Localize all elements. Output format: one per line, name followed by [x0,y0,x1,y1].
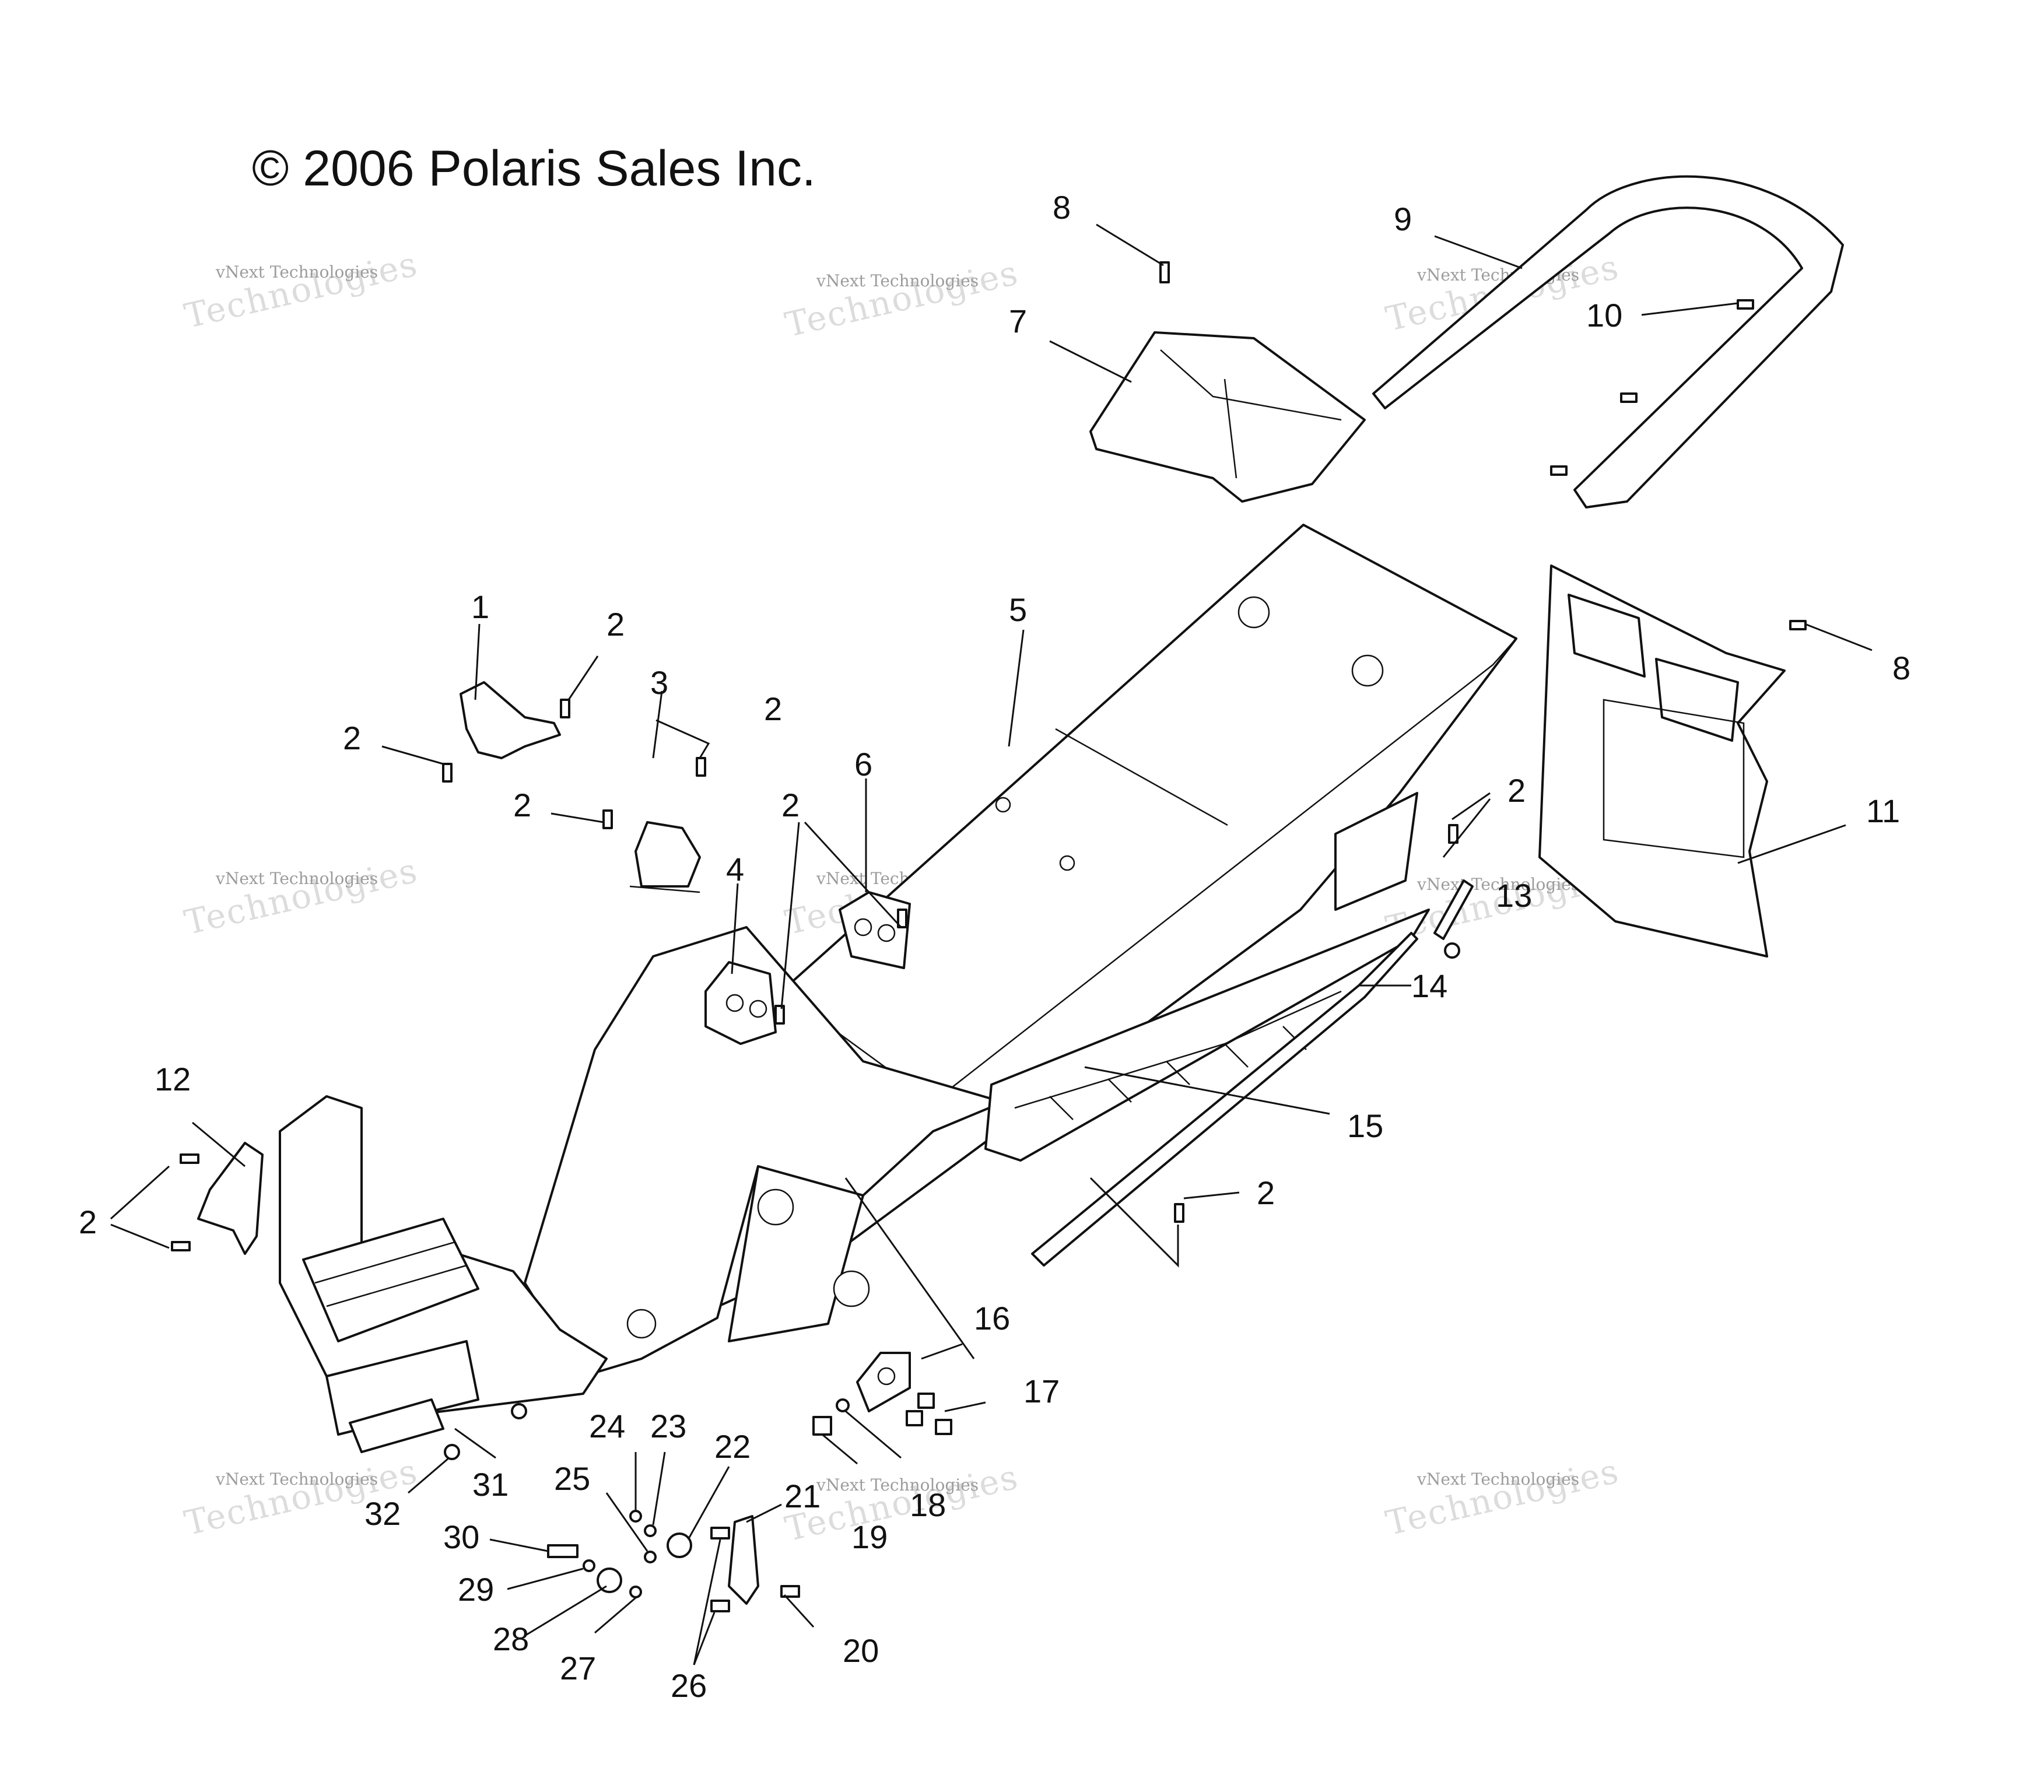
callout-20: 20 [843,1632,879,1669]
callout-2: 2 [343,720,361,756]
callout-2: 2 [79,1204,97,1240]
callout-26: 26 [671,1667,707,1704]
callout-2: 2 [1507,772,1526,809]
callout-1: 1 [471,588,489,625]
callout-2: 2 [764,690,782,727]
callout-30: 30 [443,1519,479,1555]
callout-6: 6 [854,746,872,783]
flap-part-11 [1538,564,1786,958]
callout-21: 21 [784,1478,821,1514]
callout-17: 17 [1023,1373,1060,1409]
callout-4: 4 [726,851,744,888]
callout-5: 5 [1009,591,1027,628]
running-board-part-15 [984,909,1430,1162]
callout-29: 29 [458,1571,494,1608]
callout-8: 8 [1892,650,1910,686]
bracket-part-21 [728,1515,759,1605]
front-chassis [279,926,1004,1453]
bracket-part-3 [629,821,701,893]
callout-27: 27 [560,1650,596,1686]
bracket-part-16 [856,1352,911,1412]
leader-lines [110,223,1873,1665]
callout-28: 28 [493,1621,529,1657]
callout-9: 9 [1394,201,1412,237]
callout-14: 14 [1411,967,1447,1004]
callout-2: 2 [1257,1174,1275,1211]
callout-3: 3 [650,664,668,701]
callout-18: 18 [910,1486,946,1523]
callout-2: 2 [513,787,531,823]
callout-32: 32 [364,1495,401,1532]
callout-13: 13 [1496,877,1532,914]
bracket-part-4 [704,961,777,1045]
seat-part-7 [1089,331,1366,503]
fasteners [171,261,1807,1612]
callout-12: 12 [155,1061,191,1097]
callout-24: 24 [589,1408,625,1444]
callout-15: 15 [1347,1107,1383,1144]
grab-bar-part-9 [1372,175,1844,509]
callout-7: 7 [1009,303,1027,339]
callout-8: 8 [1053,189,1071,226]
copyright-notice: © 2006 Polaris Sales Inc. [252,141,816,197]
callout-2: 2 [606,606,625,643]
bracket-part-1 [460,681,561,759]
callout-2: 2 [781,787,800,823]
callout-25: 25 [554,1460,590,1497]
callout-19: 19 [851,1519,888,1555]
callout-23: 23 [650,1408,686,1444]
callout-22: 22 [714,1428,751,1465]
bracket-part-12 [197,1142,264,1255]
callout-10: 10 [1586,297,1622,334]
bracket-part-6 [839,891,911,969]
callout-16: 16 [974,1300,1010,1337]
callout-11: 11 [1866,792,1900,829]
rail-part-13 [1334,792,1474,940]
callout-labels: 1 2 2 2 2 2 2 2 2 3 4 5 6 7 8 8 9 10 11 … [79,189,1910,1704]
callout-31: 31 [472,1466,509,1503]
